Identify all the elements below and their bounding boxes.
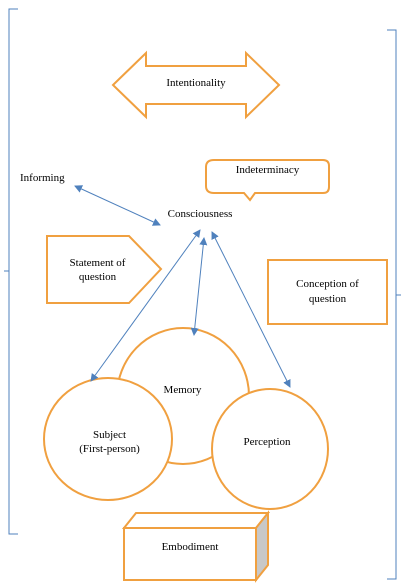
subject-label-line2: (First-person) — [79, 443, 140, 455]
indeterminacy-label: Indeterminacy — [235, 164, 300, 176]
embodiment-box — [121, 510, 271, 583]
right-bracket — [387, 29, 401, 580]
intentionality-label: Intentionality — [166, 77, 226, 89]
statement-label-line2: question — [78, 271, 117, 283]
conception-label-line2: question — [308, 293, 347, 305]
indeterminacy-callout — [205, 159, 330, 202]
embodiment-label: Embodiment — [161, 541, 219, 553]
informing-label: Informing — [20, 172, 65, 184]
perception-label: Perception — [243, 436, 291, 448]
arrow-consciousness-subject — [90, 229, 201, 382]
arrow-consciousness-perception — [211, 231, 291, 388]
consciousness-label: Consciousness — [167, 208, 233, 220]
conception-label-line1: Conception of — [296, 278, 359, 290]
arrow-consciousness-informing — [74, 185, 161, 226]
intentionality-double-arrow — [111, 50, 281, 120]
subject-label-line1: Subject — [93, 429, 126, 441]
arrow-consciousness-memory — [190, 237, 208, 336]
left-bracket — [4, 8, 18, 535]
statement-label-line1: Statement of — [69, 257, 126, 269]
perception-circle — [211, 388, 329, 510]
memory-label: Memory — [163, 384, 202, 396]
